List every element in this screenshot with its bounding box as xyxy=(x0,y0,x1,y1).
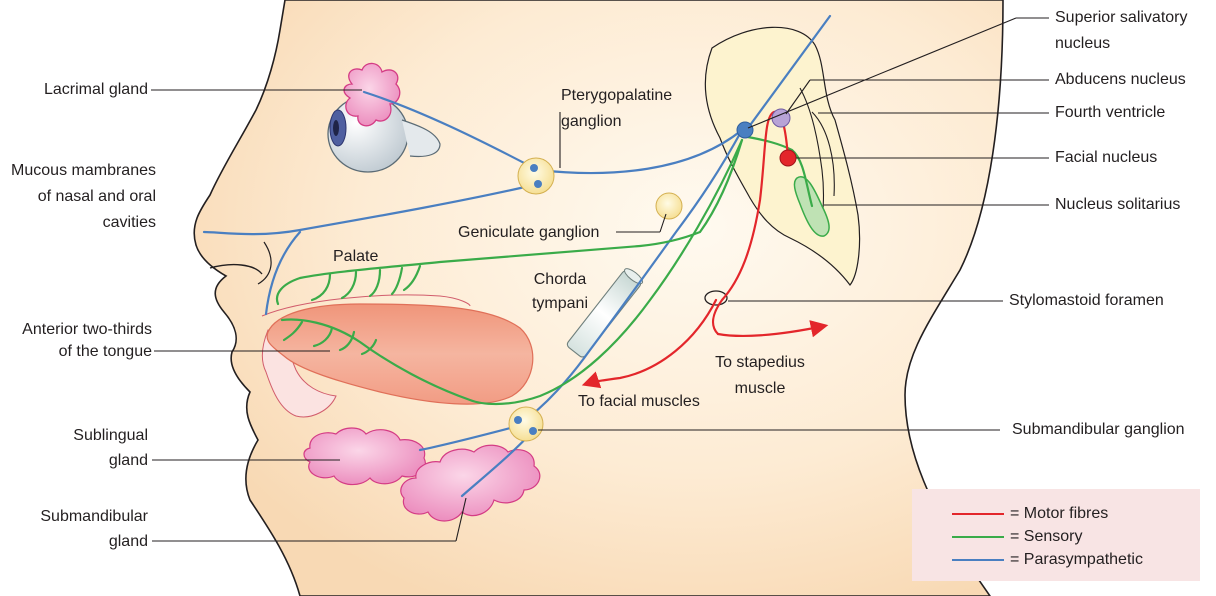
legend: = Motor fibres = Sensory = Parasympathet… xyxy=(912,489,1200,581)
label-submandibular-gland-line2: gland xyxy=(0,532,148,551)
label-submandibular-gland-line1: Submandibular xyxy=(0,507,148,526)
legend-swatch-parasympathetic xyxy=(952,559,1004,561)
label-pterygopalatine-line1: Pterygopalatine xyxy=(561,86,672,105)
label-fourth-ventricle: Fourth ventricle xyxy=(1055,103,1165,122)
label-mucous-line1: Mucous mambranes xyxy=(10,161,156,180)
label-anterior-line2: of the tongue xyxy=(0,342,152,361)
legend-item-motor: = Motor fibres xyxy=(952,503,1108,525)
label-superior-salivatory-line2: nucleus xyxy=(1055,34,1110,53)
legend-item-sensory: = Sensory xyxy=(952,526,1082,548)
label-facial-nucleus: Facial nucleus xyxy=(1055,148,1157,167)
label-lacrimal-gland: Lacrimal gland xyxy=(10,80,148,99)
geniculate-ganglion xyxy=(656,193,682,219)
label-pterygopalatine-line2: ganglion xyxy=(561,112,622,131)
label-geniculate-ganglion: Geniculate ganglion xyxy=(458,223,599,242)
legend-swatch-sensory xyxy=(952,536,1004,538)
label-nucleus-solitarius: Nucleus solitarius xyxy=(1055,195,1180,214)
pupil xyxy=(333,120,339,136)
label-stapedius-line2: muscle xyxy=(700,379,820,398)
label-to-facial-muscles: To facial muscles xyxy=(578,392,700,411)
label-abducens-nucleus: Abducens nucleus xyxy=(1055,70,1186,89)
superior-salivatory-nucleus xyxy=(737,122,753,138)
legend-swatch-motor xyxy=(952,513,1004,515)
label-submandibular-ganglion: Submandibular ganglion xyxy=(1012,420,1185,439)
label-sublingual-line1: Sublingual xyxy=(0,426,148,445)
label-anterior-line1: Anterior two-thirds xyxy=(0,320,152,339)
label-stapedius-line1: To stapedius xyxy=(700,353,820,372)
label-stylomastoid-foramen: Stylomastoid foramen xyxy=(1009,291,1164,310)
submandibular-ganglion xyxy=(509,407,543,441)
pterygopalatine-ganglion xyxy=(518,158,554,194)
label-chorda-line1: Chorda xyxy=(520,270,600,289)
legend-label-motor: = Motor fibres xyxy=(1010,505,1108,523)
legend-label-sensory: = Sensory xyxy=(1010,528,1082,546)
label-mucous-line3: cavities xyxy=(10,213,156,232)
label-mucous-line2: of nasal and oral xyxy=(10,187,156,206)
label-chorda-line2: tympani xyxy=(520,294,600,313)
label-palate: Palate xyxy=(333,247,378,266)
legend-label-parasympathetic: = Parasympathetic xyxy=(1010,551,1143,569)
label-superior-salivatory-line1: Superior salivatory xyxy=(1055,8,1188,27)
facial-nucleus xyxy=(780,150,796,166)
legend-item-parasympathetic: = Parasympathetic xyxy=(952,549,1143,571)
label-sublingual-line2: gland xyxy=(0,451,148,470)
